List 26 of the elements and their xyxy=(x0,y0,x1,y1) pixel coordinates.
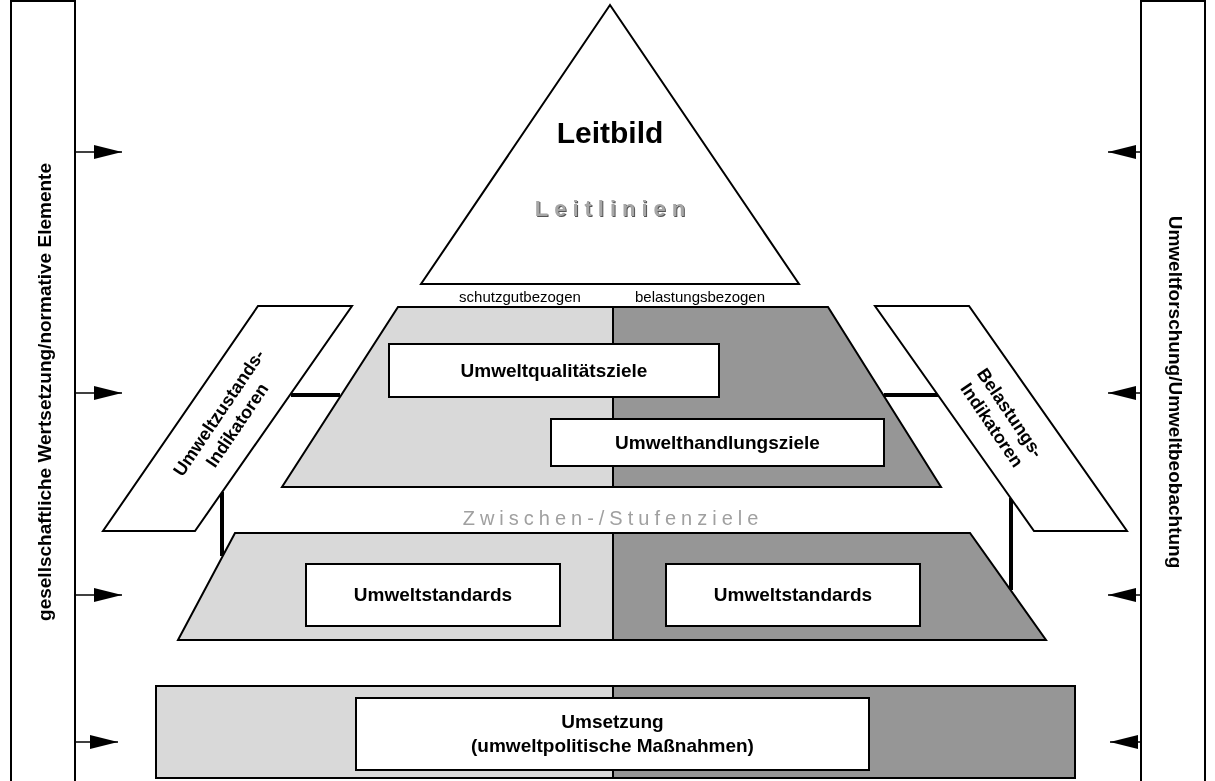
side-label: gesellschaftliche Wertsetzung/normative Elemente xyxy=(34,163,56,621)
connector-line xyxy=(1009,498,1013,590)
goal-box: Umweltstandards xyxy=(305,563,561,627)
arrow xyxy=(75,386,123,400)
goal-box: Umweltqualitätsziele xyxy=(388,343,720,398)
side-panel xyxy=(1140,0,1206,781)
arrow xyxy=(1107,145,1141,159)
arrow xyxy=(75,145,123,159)
side-panel xyxy=(10,0,76,781)
side-label: Umweltforschung/Umweltbeobachtung xyxy=(1164,215,1186,569)
arrow xyxy=(1107,386,1141,400)
arrow xyxy=(75,588,123,602)
connector-line xyxy=(220,492,224,556)
arrow xyxy=(1107,588,1141,602)
goal-box: Umweltstandards xyxy=(665,563,921,627)
goal-box: Umwelthandlungsziele xyxy=(550,418,885,467)
subtitle-text: Leitlinien xyxy=(534,196,692,222)
connector-line xyxy=(291,393,340,397)
connector-line xyxy=(884,393,938,397)
column-label: belastungsbezogen xyxy=(634,288,766,305)
goal-box: Umsetzung (umweltpolitische Maßnahmen) xyxy=(355,697,870,771)
title-text: Leitbild xyxy=(556,116,664,150)
arrow xyxy=(75,735,119,749)
column-label: schutzgutbezogen xyxy=(459,288,581,305)
level-label: Zwischen-/Stufenziele xyxy=(462,507,764,530)
arrow xyxy=(1109,735,1141,749)
